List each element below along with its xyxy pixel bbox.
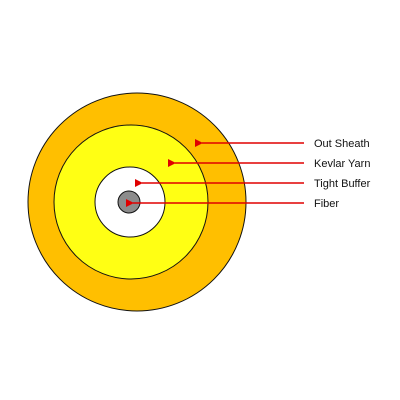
label-out-sheath: Out Sheath	[314, 138, 370, 150]
fiber-core	[117, 190, 141, 214]
label-fiber: Fiber	[314, 198, 339, 210]
label-kevlar-yarn: Kevlar Yarn	[314, 158, 370, 170]
label-tight-buffer: Tight Buffer	[314, 178, 371, 190]
